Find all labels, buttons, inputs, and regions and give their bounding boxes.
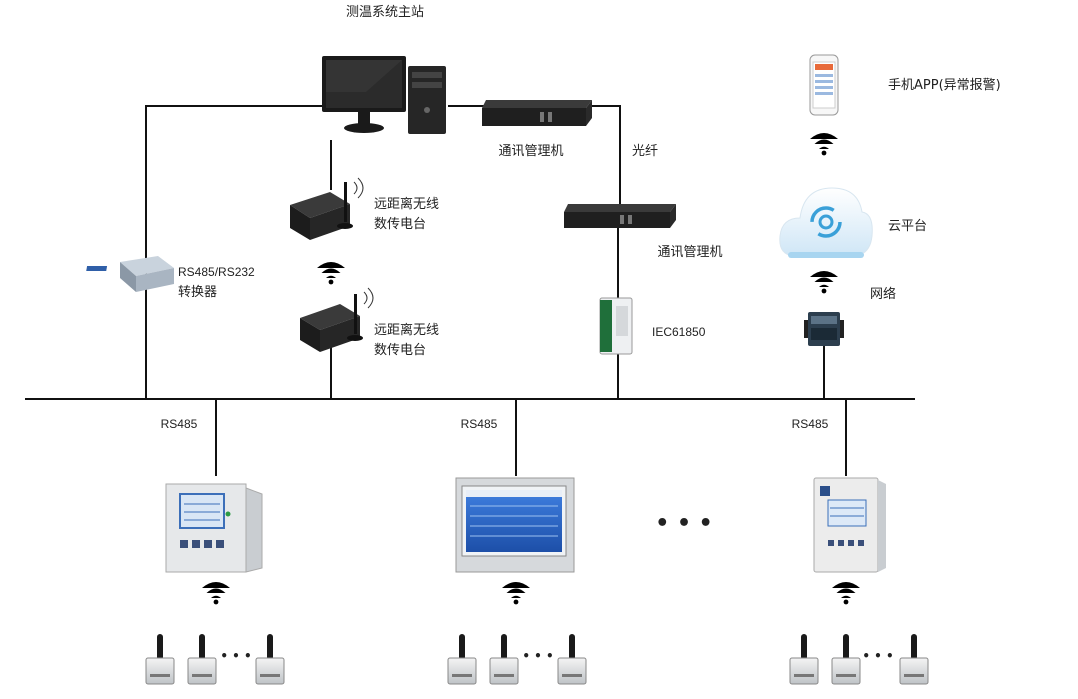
cloud-icon	[779, 187, 873, 258]
gateway-icon	[804, 312, 844, 346]
converter-icon	[86, 256, 174, 292]
radio-top-line2: 数传电台	[374, 217, 426, 232]
wifi-icon	[202, 582, 230, 605]
radio-bottom-line1: 远距离无线	[374, 322, 439, 338]
temperature-sensor-icon	[831, 633, 861, 685]
ellipsis-small-right: • • •	[862, 649, 893, 663]
temperature-sensor-icon	[145, 633, 175, 685]
radio-top-line1: 远距离无线	[374, 196, 439, 212]
cabinet-panel-icon	[813, 477, 886, 573]
network-label: 网络	[870, 286, 896, 302]
wiring	[25, 105, 915, 476]
converter-line1: RS485/RS232	[178, 265, 255, 279]
comm-manager-top-label: 通讯管理机	[498, 144, 563, 159]
cloud-label: 云平台	[888, 219, 927, 234]
temperature-sensor-icon	[489, 633, 519, 685]
rs485-left-label: RS485	[161, 417, 198, 431]
wifi-icon	[810, 133, 838, 156]
temperature-sensor-icon	[255, 633, 285, 685]
phone-icon	[809, 54, 839, 116]
wifi-icon	[810, 271, 838, 294]
radio-bottom-line2: 数传电台	[374, 343, 426, 358]
rs485-right-label: RS485	[792, 417, 829, 431]
converter-to-host-line	[145, 105, 322, 399]
desktop-computer-icon	[322, 56, 446, 134]
comm-manager-mid-label: 通讯管理机	[657, 245, 722, 260]
master-station-title: 测温系统主站	[346, 5, 424, 20]
iec-label: IEC61850	[652, 325, 706, 339]
radio-modem-icon	[300, 287, 374, 352]
temperature-sensor-icon	[789, 633, 819, 685]
temperature-sensor-icon	[447, 633, 477, 685]
fiber-label: 光纤	[632, 144, 658, 159]
server-rack-icon	[482, 100, 592, 126]
touch-panel-icon	[455, 477, 575, 573]
wifi-icon	[832, 582, 860, 605]
temperature-sensor-icon	[187, 633, 217, 685]
ellipsis-small-mid: • • •	[522, 649, 553, 663]
din-module-icon	[599, 297, 633, 355]
converter-line2: 转换器	[178, 285, 217, 300]
server-rack-icon	[564, 204, 676, 228]
temperature-sensor-icon	[557, 633, 587, 685]
wifi-icon	[502, 582, 530, 605]
radio-modem-icon	[290, 177, 364, 240]
temperature-sensor-icon	[899, 633, 929, 685]
rs485-mid-label: RS485	[461, 417, 498, 431]
ellipsis-big: • • •	[655, 511, 713, 536]
fiber-line	[592, 105, 621, 204]
ellipsis-small-left: • • •	[220, 649, 251, 663]
mobile-app-label: 手机APP(异常报警)	[888, 77, 1001, 93]
wifi-icon	[317, 262, 345, 285]
panel-meter-icon	[165, 483, 263, 573]
